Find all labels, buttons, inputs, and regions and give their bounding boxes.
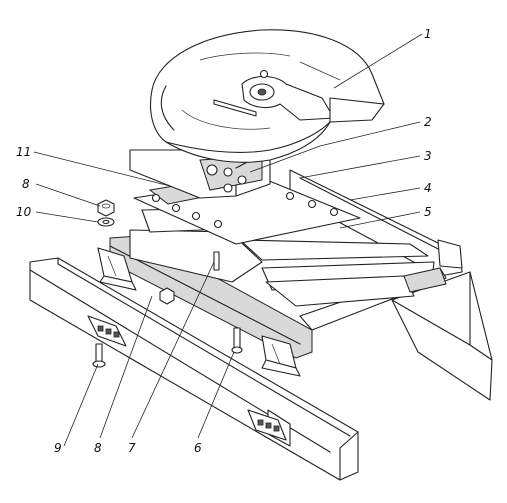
bolt-part-7: [213, 251, 220, 271]
callout-9: 9: [54, 441, 62, 455]
callout-3: 3: [424, 149, 432, 163]
subframe-foot-left: [97, 247, 137, 291]
subframe-foot-right: [261, 335, 301, 377]
coupling-plate: [149, 29, 385, 163]
nut-part-8-lower: [159, 287, 175, 305]
mounting-subframe: [109, 169, 463, 359]
callout-5: 5: [424, 205, 432, 219]
callout-8: 8: [22, 177, 30, 191]
callout-1: 1: [424, 27, 432, 41]
leader-lines: [33, 33, 423, 447]
washer-part-10: [97, 217, 115, 227]
callout-4: 4: [424, 181, 432, 195]
frame-bracket-left: [87, 315, 127, 347]
nut-part-8: [97, 199, 115, 217]
callout-labels: 1 2 3 4 5 6 7 8 8 9 10 11: [16, 27, 432, 455]
callout-11: 11: [16, 145, 31, 159]
bolt-part-9: [92, 343, 106, 368]
frame-bracket-right: [247, 409, 287, 441]
callout-10: 10: [16, 205, 32, 219]
callout-7: 7: [128, 441, 136, 455]
bolt-part-6: [231, 327, 243, 354]
callout-2: 2: [424, 115, 432, 129]
callout-8-lower: 8: [94, 441, 102, 455]
callout-6: 6: [194, 441, 202, 455]
